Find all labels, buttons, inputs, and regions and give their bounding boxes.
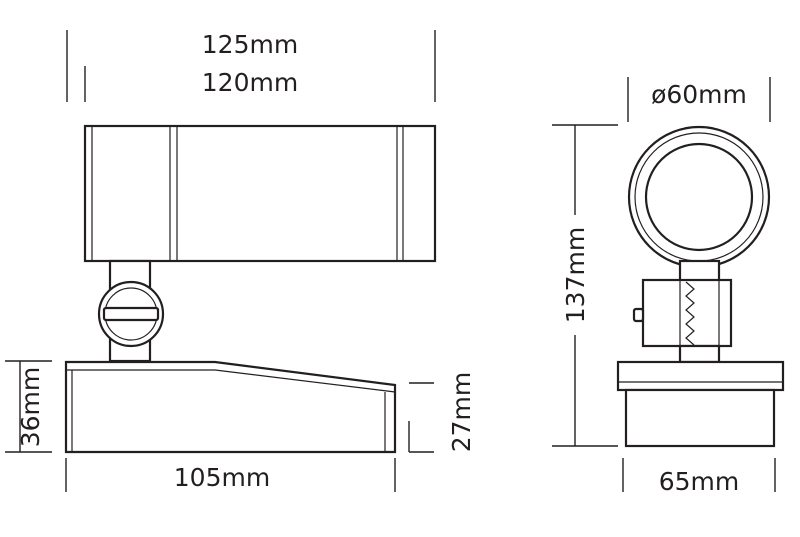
dim-base-right-lines — [408, 382, 434, 453]
dim-length-total: 125mm — [202, 30, 298, 59]
dim-height: 137mm — [561, 227, 590, 323]
front-base — [616, 360, 785, 448]
dim-base-right: 27mm — [447, 372, 476, 453]
side-lamp-head — [83, 124, 437, 263]
side-base — [64, 360, 397, 454]
dim-diameter-lines — [627, 77, 771, 122]
side-view: 125mm 120mm 36mm 27mm 105mm — [5, 30, 476, 492]
dim-diameter: ø60mm — [651, 80, 747, 109]
dim-base-left: 36mm — [16, 367, 45, 448]
dim-base-width-lines — [622, 458, 776, 492]
front-swivel-joint — [632, 259, 733, 364]
dim-base-left-lines — [5, 360, 52, 453]
dim-base-length: 105mm — [174, 463, 270, 492]
dim-length-lines — [66, 30, 436, 102]
dim-height-lines — [552, 124, 618, 447]
front-view: ø60mm 137mm 65mm — [552, 77, 785, 496]
dim-base-length-lines — [65, 458, 396, 492]
front-lamp-head — [627, 125, 771, 269]
side-swivel-joint — [97, 259, 165, 363]
dim-base-width: 65mm — [659, 467, 740, 496]
dim-length-body: 120mm — [202, 68, 298, 97]
